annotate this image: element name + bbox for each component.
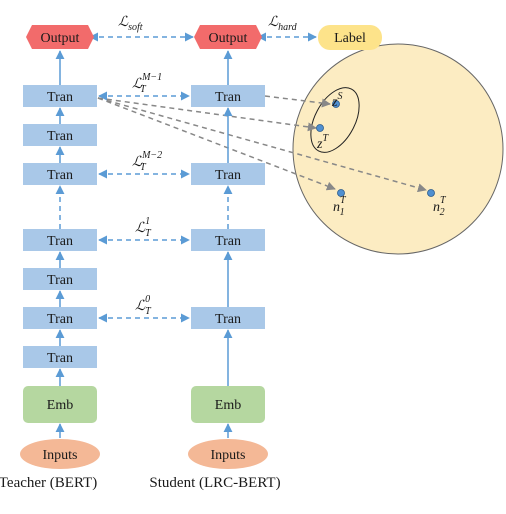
student-emb: Emb bbox=[191, 386, 265, 423]
point-zs bbox=[332, 100, 340, 108]
svg-text:Inputs: Inputs bbox=[43, 448, 78, 463]
contrastive-arrows bbox=[97, 95, 427, 193]
label-zs: zS bbox=[331, 91, 342, 110]
svg-text:Tran: Tran bbox=[47, 234, 73, 249]
svg-text:Tran: Tran bbox=[47, 312, 73, 327]
teacher-tran-1: Tran bbox=[23, 85, 97, 107]
svg-text:Tran: Tran bbox=[47, 90, 73, 105]
label-zt: zT bbox=[316, 133, 329, 152]
student-tran-3: Tran bbox=[191, 229, 265, 251]
representation-space bbox=[292, 43, 504, 255]
point-n2 bbox=[427, 189, 435, 197]
teacher-emb: Emb bbox=[23, 386, 97, 423]
loss-soft: ℒsoft bbox=[118, 15, 143, 33]
svg-text:Tran: Tran bbox=[47, 129, 73, 144]
positive-pair-ellipse bbox=[310, 87, 360, 153]
svg-text:Tran: Tran bbox=[215, 168, 241, 183]
svg-text:Tran: Tran bbox=[215, 312, 241, 327]
student-tran-1: Tran bbox=[191, 85, 265, 107]
student-tran-2: Tran bbox=[191, 163, 265, 185]
label-node: Label bbox=[318, 25, 382, 50]
teacher-tran-7: Tran bbox=[23, 346, 97, 368]
teacher-tran-4: Tran bbox=[23, 229, 97, 251]
svg-text:Label: Label bbox=[334, 31, 366, 46]
teacher-caption: Teacher (BERT) bbox=[0, 475, 97, 491]
student-caption: Student (LRC-BERT) bbox=[149, 475, 280, 491]
svg-text:Tran: Tran bbox=[47, 351, 73, 366]
point-zt bbox=[316, 124, 324, 132]
svg-text:Tran: Tran bbox=[215, 234, 241, 249]
svg-text:Output: Output bbox=[209, 31, 248, 46]
teacher-tran-6: Tran bbox=[23, 307, 97, 329]
student-inputs: Inputs bbox=[188, 439, 268, 469]
point-n1 bbox=[337, 189, 345, 197]
student-output: Output bbox=[194, 25, 262, 49]
student-tran-4: Tran bbox=[191, 307, 265, 329]
teacher-inputs: Inputs bbox=[20, 439, 100, 469]
teacher-tran-3: Tran bbox=[23, 163, 97, 185]
svg-text:Tran: Tran bbox=[215, 90, 241, 105]
loss-hard: ℒhard bbox=[268, 15, 298, 33]
teacher-output: Output bbox=[26, 25, 94, 49]
svg-text:Tran: Tran bbox=[47, 273, 73, 288]
teacher-tran-5: Tran bbox=[23, 268, 97, 290]
teacher-tran-2: Tran bbox=[23, 124, 97, 146]
svg-text:Emb: Emb bbox=[215, 398, 241, 413]
svg-text:Emb: Emb bbox=[47, 398, 73, 413]
svg-text:Output: Output bbox=[41, 31, 80, 46]
loss-arrows bbox=[89, 32, 317, 323]
svg-text:Tran: Tran bbox=[47, 168, 73, 183]
svg-text:Inputs: Inputs bbox=[211, 448, 246, 463]
